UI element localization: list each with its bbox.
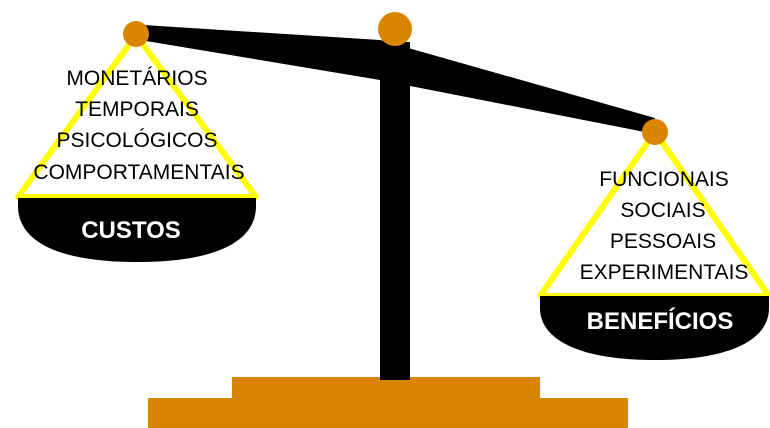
left-pan xyxy=(18,198,256,262)
right-pan-item: FUNCIONAIS xyxy=(599,168,729,191)
scale-base-bottom xyxy=(148,398,628,428)
right-pan-item: EXPERIMENTAIS xyxy=(579,261,749,284)
scale-pillar xyxy=(380,42,410,380)
right-pan-pivot xyxy=(642,119,668,145)
scale-base-top xyxy=(232,377,540,399)
left-pan-item: COMPORTAMENTAIS xyxy=(33,161,245,184)
right-pan-label: BENEFÍCIOS xyxy=(586,308,734,335)
left-pan-item: TEMPORAIS xyxy=(75,98,199,121)
right-pan-item: PESSOAIS xyxy=(609,230,717,253)
right-pan-item: SOCIAIS xyxy=(620,199,706,222)
left-pan-item: MONETÁRIOS xyxy=(66,67,208,90)
left-pan-pivot xyxy=(123,21,149,47)
left-pan-label: CUSTOS xyxy=(81,217,181,244)
left-pan-item: PSICOLÓGICOS xyxy=(56,129,218,152)
left-pan-strings xyxy=(15,32,259,200)
right-pan xyxy=(540,296,769,360)
beam-pivot xyxy=(378,12,412,46)
